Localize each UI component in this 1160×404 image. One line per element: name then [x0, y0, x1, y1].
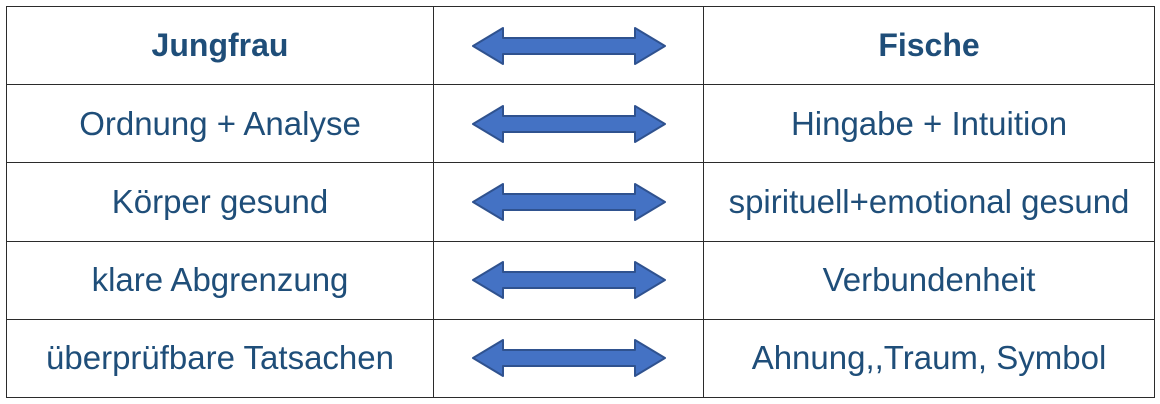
row-left-cell: Ordnung + Analyse: [6, 84, 434, 164]
table-row: Körper gesund spirituell+emotional gesun…: [6, 162, 1155, 242]
row-left-cell: klare Abgrenzung: [6, 240, 434, 320]
double-arrow-icon: [471, 26, 666, 65]
row-arrow-cell: [433, 162, 704, 242]
double-arrow-icon: [471, 261, 666, 300]
row-arrow-cell: [433, 240, 704, 320]
table-row: klare Abgrenzung Verbundenheit: [6, 240, 1155, 320]
comparison-table: Jungfrau Fische Ordnung + Analyse Hingab…: [6, 5, 1155, 399]
table-row: Ordnung + Analyse Hingabe + Intuition: [6, 84, 1155, 164]
double-arrow-icon: [471, 104, 666, 143]
row-left-cell: Körper gesund: [6, 162, 434, 242]
header-arrow-cell: [433, 5, 704, 86]
comparison-table-container: Jungfrau Fische Ordnung + Analyse Hingab…: [6, 5, 1155, 399]
row-arrow-cell: [433, 318, 704, 399]
row-left-cell: überprüfbare Tatsachen: [6, 318, 434, 399]
table-row: überprüfbare Tatsachen Ahnung,,Traum, Sy…: [6, 318, 1155, 399]
header-right-cell: Fische: [703, 5, 1155, 86]
row-right-cell: Ahnung,,Traum, Symbol: [703, 318, 1155, 399]
double-arrow-icon: [471, 182, 666, 221]
row-right-cell: spirituell+emotional gesund: [703, 162, 1155, 242]
table-header-row: Jungfrau Fische: [6, 5, 1155, 86]
row-right-cell: Hingabe + Intuition: [703, 84, 1155, 164]
double-arrow-icon: [471, 339, 666, 378]
header-left-cell: Jungfrau: [6, 5, 434, 86]
row-arrow-cell: [433, 84, 704, 164]
row-right-cell: Verbundenheit: [703, 240, 1155, 320]
